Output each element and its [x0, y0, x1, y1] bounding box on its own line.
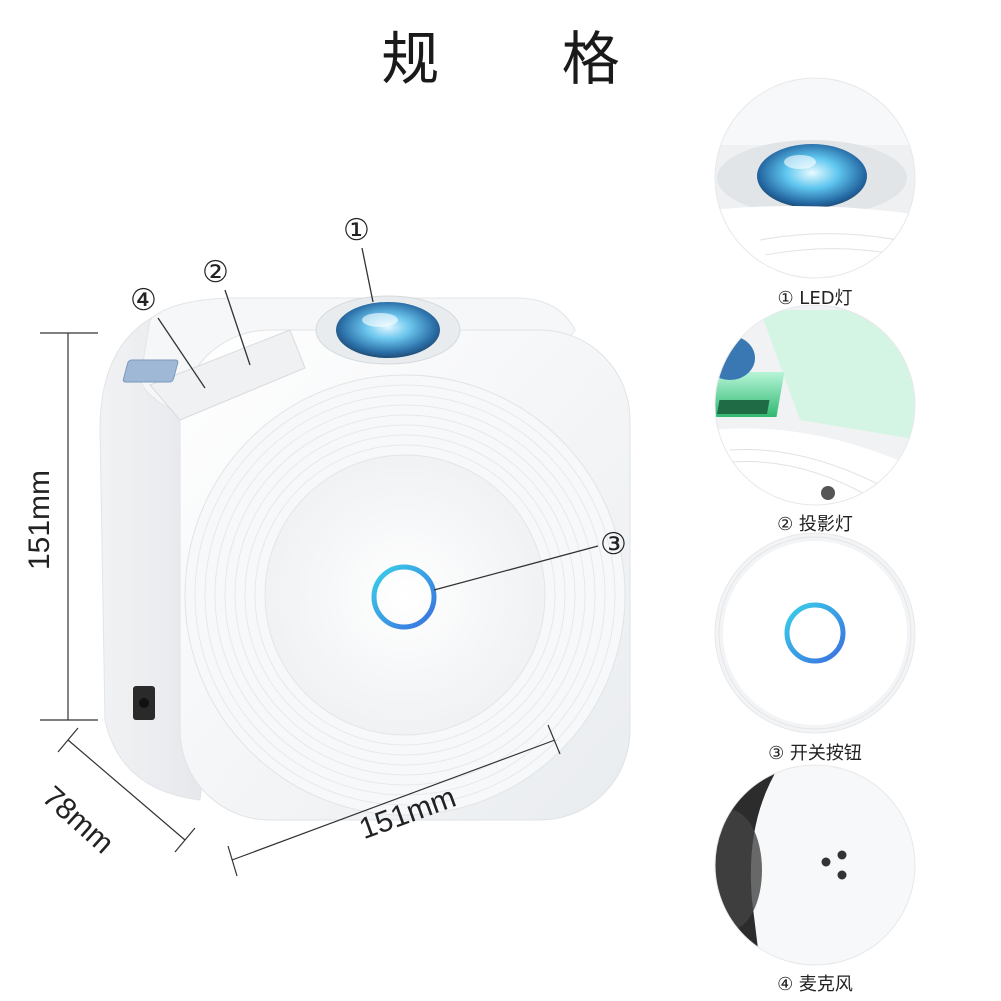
projection-light-closeup: [715, 305, 915, 505]
microphone-closeup: [715, 765, 915, 965]
power-button-ring: [371, 564, 437, 630]
power-button-closeup: [715, 533, 915, 733]
mic-slot: [149, 329, 306, 421]
callout-2: ②: [202, 255, 229, 290]
caption-microphone: ④ 麦克风: [777, 974, 853, 995]
callout-4: ④: [130, 283, 157, 318]
caption-projection-light: ② 投影灯: [777, 514, 853, 535]
page-title: 规 格: [381, 25, 672, 93]
led-lens-closeup: [715, 78, 915, 278]
width-dimension: [227, 724, 561, 877]
height-dimension: [40, 332, 98, 721]
projector-window: [122, 359, 179, 383]
front-disc: [184, 374, 626, 816]
callout-3: ③: [600, 527, 627, 562]
depth-dimension: [57, 727, 196, 853]
caption-led-light: ① LED灯: [777, 288, 853, 309]
callout-1: ①: [343, 213, 370, 248]
caption-power-button: ③ 开关按钮: [768, 743, 862, 764]
led-lens: [336, 302, 440, 358]
